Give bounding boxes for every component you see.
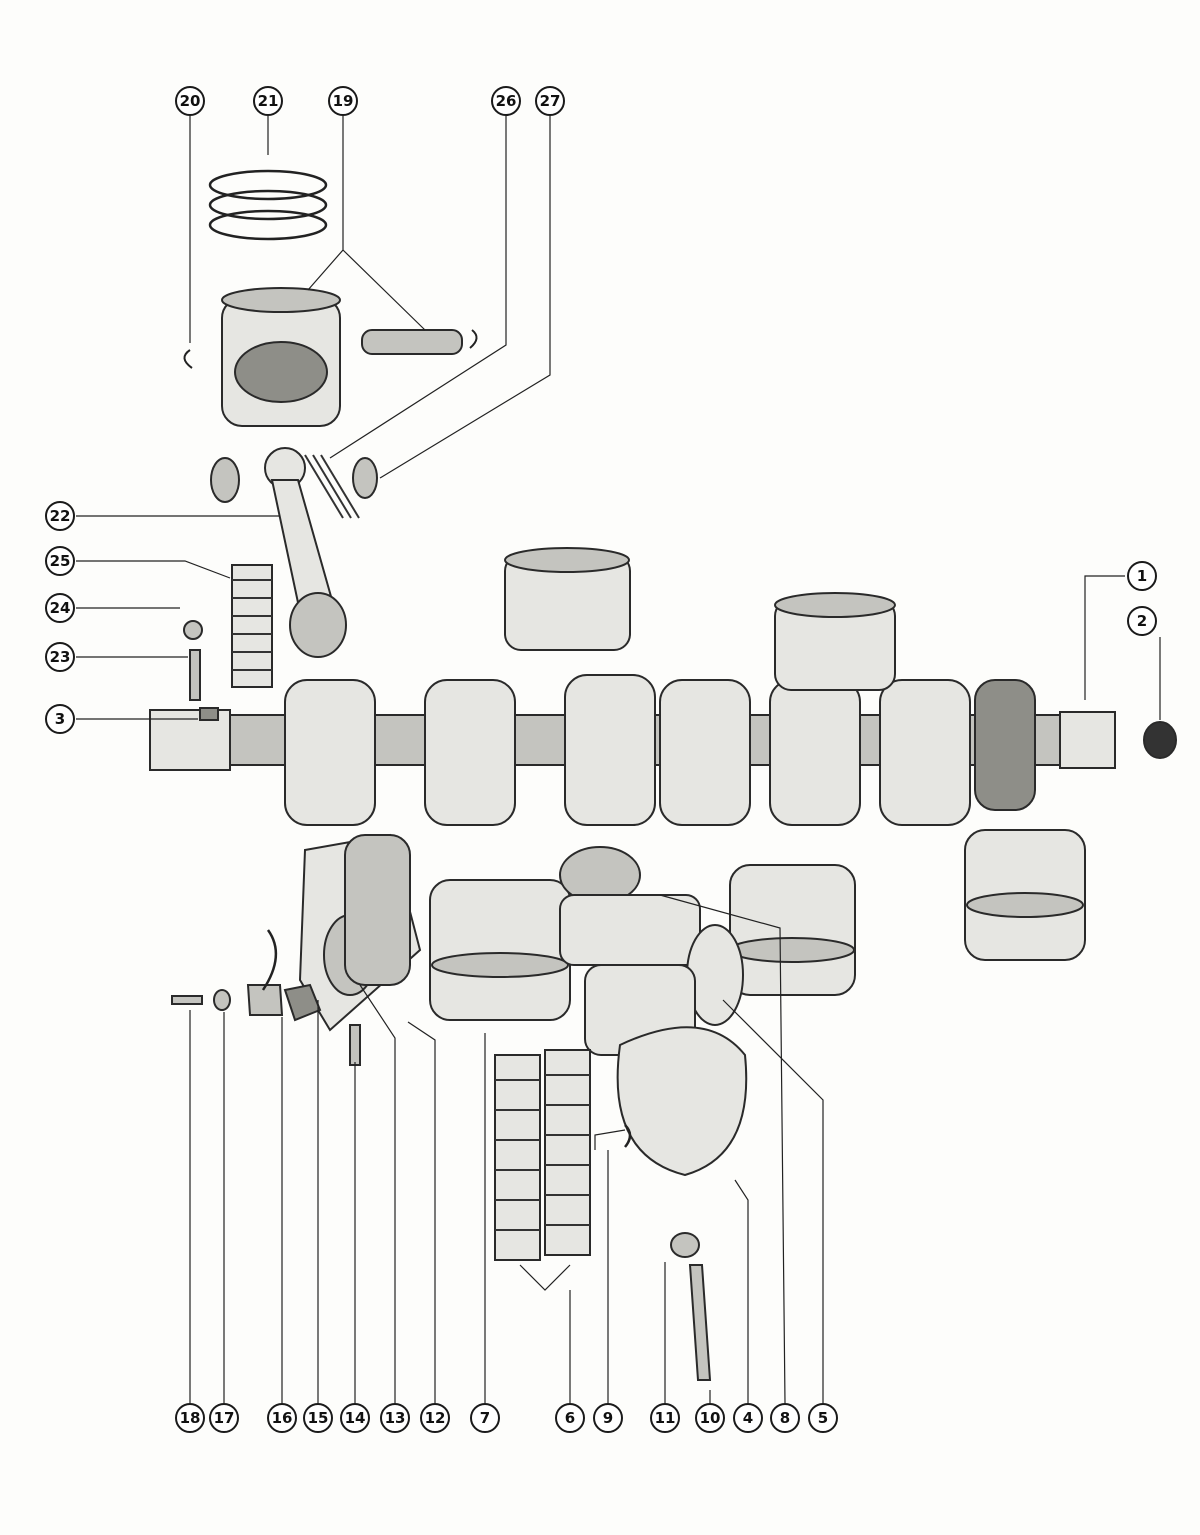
- callout-3: 3: [45, 704, 75, 734]
- rod-nut: [183, 620, 203, 640]
- washer: [213, 989, 231, 1011]
- center-main-bearing: [559, 846, 748, 1177]
- svg-text:13: 13: [385, 1409, 406, 1427]
- main-needle-bearings: [494, 1049, 591, 1261]
- svg-text:7: 7: [480, 1409, 490, 1427]
- callout-15: 15: [303, 1403, 333, 1433]
- callout-27: 27: [535, 86, 565, 116]
- svg-text:10: 10: [700, 1409, 721, 1427]
- lock-nut: [283, 983, 322, 1022]
- callout-10: 10: [695, 1403, 725, 1433]
- svg-text:14: 14: [345, 1409, 366, 1427]
- callout-20: 20: [175, 86, 205, 116]
- svg-text:2: 2: [1137, 612, 1147, 630]
- main-washer: [670, 1232, 700, 1258]
- callout-14: 14: [340, 1403, 370, 1433]
- callout-23: 23: [45, 642, 75, 672]
- svg-text:20: 20: [180, 92, 201, 110]
- callout-26: 26: [491, 86, 521, 116]
- top-piston: [221, 287, 463, 427]
- callout-24: 24: [45, 593, 75, 623]
- top-connecting-rod: [210, 447, 378, 658]
- callout-16: 16: [267, 1403, 297, 1433]
- svg-text:27: 27: [540, 92, 561, 110]
- svg-text:4: 4: [743, 1409, 753, 1427]
- callout-11: 11: [650, 1403, 680, 1433]
- circlip-left: [183, 349, 193, 369]
- svg-text:1: 1: [1137, 567, 1147, 585]
- svg-text:17: 17: [214, 1409, 235, 1427]
- callout-25: 25: [45, 546, 75, 576]
- crankshaft: [149, 674, 1116, 826]
- svg-text:22: 22: [50, 507, 71, 525]
- callout-6: 6: [555, 1403, 585, 1433]
- svg-text:8: 8: [780, 1409, 790, 1427]
- callout-1: 1: [1127, 561, 1157, 591]
- main-screw: [688, 1264, 712, 1381]
- svg-text:3: 3: [55, 710, 65, 728]
- svg-text:11: 11: [655, 1409, 676, 1427]
- svg-text:24: 24: [50, 599, 71, 617]
- upper-pistons: [504, 547, 896, 691]
- callout-19: 19: [328, 86, 358, 116]
- svg-text:21: 21: [258, 92, 279, 110]
- main-bearing-carrier: [298, 833, 422, 1032]
- carrier-screw: [349, 1024, 361, 1066]
- svg-text:9: 9: [603, 1409, 613, 1427]
- parts-illustration: [149, 169, 1177, 1381]
- callout-22: 22: [45, 501, 75, 531]
- callout-13: 13: [380, 1403, 410, 1433]
- callout-8: 8: [770, 1403, 800, 1433]
- callout-17: 17: [209, 1403, 239, 1433]
- callout-7: 7: [470, 1403, 500, 1433]
- callout-2: 2: [1127, 606, 1157, 636]
- bearing-retainer: [624, 1124, 632, 1148]
- callout-5: 5: [808, 1403, 838, 1433]
- screw: [171, 995, 203, 1005]
- svg-text:12: 12: [425, 1409, 446, 1427]
- locating-pin: [246, 984, 284, 1016]
- crankshaft-end-cap: [1143, 721, 1177, 759]
- svg-text:18: 18: [180, 1409, 201, 1427]
- lower-pistons: [429, 829, 1086, 1021]
- svg-text:23: 23: [50, 648, 71, 666]
- callout-18: 18: [175, 1403, 205, 1433]
- retaining-clip: [261, 929, 278, 991]
- svg-text:26: 26: [496, 92, 517, 110]
- rod-needle-bearing: [231, 564, 273, 688]
- callout-21: 21: [253, 86, 283, 116]
- svg-text:25: 25: [50, 552, 71, 570]
- rod-bolt: [189, 649, 201, 701]
- woodruff-key: [199, 707, 219, 721]
- callouts: 1 2 3 4 5 6 7 8 9 10 11 12 13 14 15 16 1…: [45, 86, 1157, 1433]
- svg-text:5: 5: [818, 1409, 828, 1427]
- svg-text:16: 16: [272, 1409, 293, 1427]
- svg-text:15: 15: [308, 1409, 329, 1427]
- callout-12: 12: [420, 1403, 450, 1433]
- callout-4: 4: [733, 1403, 763, 1433]
- svg-text:19: 19: [333, 92, 354, 110]
- callout-9: 9: [593, 1403, 623, 1433]
- piston-rings: [208, 169, 328, 241]
- leader-lines: [76, 116, 1161, 1404]
- circlip-right: [469, 329, 478, 349]
- svg-text:6: 6: [565, 1409, 575, 1427]
